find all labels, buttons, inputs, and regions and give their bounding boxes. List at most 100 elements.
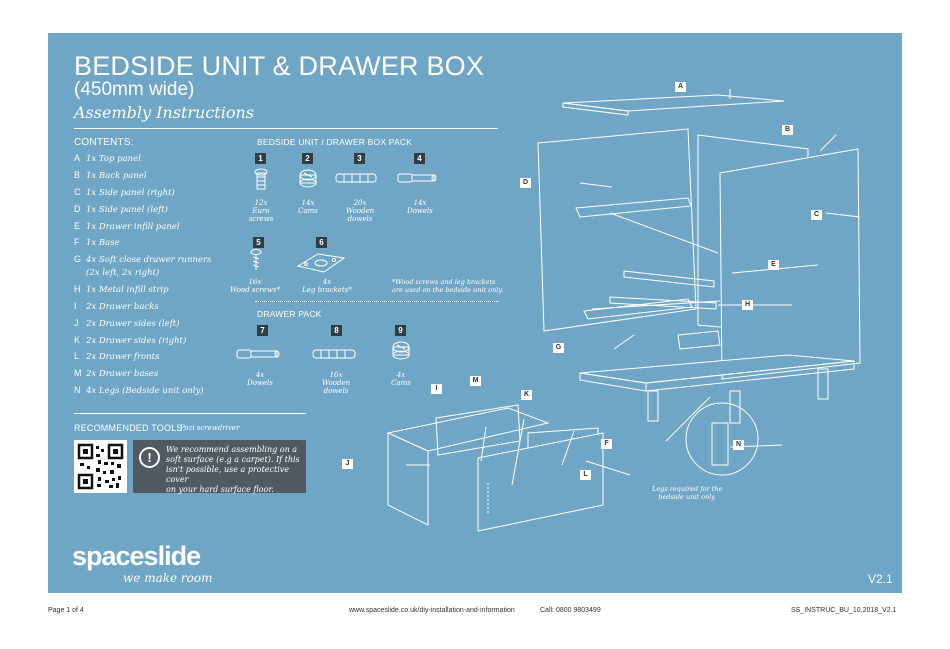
page-title: BEDSIDE UNIT & DRAWER BOX bbox=[74, 51, 485, 81]
metal-infill-strip bbox=[609, 296, 717, 310]
drawer-side-left bbox=[387, 432, 429, 526]
tools-heading: RECOMMENDED TOOLS: bbox=[74, 423, 186, 433]
part-label: 4x Cams bbox=[391, 371, 411, 387]
cam-icon bbox=[392, 341, 410, 360]
brand-logo: spaceslide bbox=[72, 541, 201, 571]
part-number-badge: 3 bbox=[354, 153, 365, 164]
diagram-tag-m: M bbox=[470, 376, 481, 386]
exploded-assembly-diagram bbox=[386, 89, 861, 532]
part-label: 16x Wooden dowels bbox=[321, 371, 351, 395]
drawer-hardware-illustrations bbox=[236, 341, 410, 360]
tools-value: Pozi screwdriver bbox=[180, 424, 240, 432]
page-number: Page 1 of 4 bbox=[48, 607, 84, 614]
diagram-tag-f: F bbox=[601, 439, 612, 449]
title-divider bbox=[74, 128, 498, 129]
leg bbox=[647, 390, 659, 422]
exclamation-icon: ! bbox=[139, 447, 160, 468]
drawer-infill-panel bbox=[623, 270, 715, 288]
drawer-runner bbox=[575, 197, 692, 218]
tools-divider bbox=[74, 413, 306, 414]
part-number-badge: 1 bbox=[255, 153, 266, 164]
hardware-illustrations-row2 bbox=[250, 249, 346, 273]
part-number-badge: 7 bbox=[257, 325, 268, 336]
top-panel-edge bbox=[562, 102, 629, 116]
pack-divider bbox=[255, 301, 499, 302]
brand-tagline: we make room bbox=[123, 571, 213, 585]
drawer-runner bbox=[677, 330, 721, 350]
qr-code-icon bbox=[77, 443, 124, 490]
phone-number: Call: 0800 9803499 bbox=[540, 607, 601, 614]
leg-detail-circle bbox=[685, 402, 759, 476]
leg-bracket-icon bbox=[296, 253, 346, 273]
dowel-icon bbox=[236, 349, 280, 359]
leg-detail bbox=[711, 422, 729, 466]
page-subtitle: (450mm wide) bbox=[74, 79, 195, 100]
drawer-pack-heading: DRAWER PACK bbox=[257, 309, 322, 319]
part-label: 16x Wood screws* bbox=[230, 278, 280, 294]
warning-box: ! We recommend assembling on a soft surf… bbox=[133, 440, 306, 494]
drawer-back bbox=[435, 404, 521, 456]
wooden-dowel-icon bbox=[335, 173, 377, 183]
leg bbox=[729, 390, 741, 424]
hardware-footnote: *Wood screws and leg brackets are used o… bbox=[392, 278, 504, 294]
contents-heading: CONTENTS: bbox=[74, 137, 134, 148]
cam-icon bbox=[299, 169, 317, 188]
assembly-heading: Assembly Instructions bbox=[74, 103, 254, 122]
part-number-badge: 9 bbox=[395, 325, 406, 336]
legs-note: Legs required for the bedside unit only. bbox=[652, 485, 723, 501]
part-label: 20x Wooden dowels bbox=[345, 199, 375, 223]
euro-screw-icon bbox=[254, 168, 268, 190]
diagram-tag-k: K bbox=[521, 390, 532, 400]
diagram-tag-i: I bbox=[431, 384, 442, 394]
part-label: 14x Dowels bbox=[407, 199, 433, 215]
diagram-tag-b: B bbox=[782, 125, 793, 135]
part-number-badge: 8 bbox=[331, 325, 342, 336]
wood-screw-icon bbox=[250, 249, 262, 270]
diagram-tag-n: N bbox=[733, 440, 744, 450]
part-label: 4x Leg brackets* bbox=[302, 278, 352, 294]
part-label: 4x Dowels bbox=[247, 371, 273, 387]
part-label: 12x Euro screws bbox=[248, 199, 274, 223]
wooden-dowel-icon bbox=[312, 349, 356, 359]
diagram-tag-g: G bbox=[553, 343, 564, 353]
list-item: (2x left, 2x right) bbox=[86, 268, 160, 278]
document-code: SS_INSTRUC_BU_10.2018_V2.1 bbox=[791, 607, 897, 614]
diagram-tag-h: H bbox=[742, 300, 753, 310]
base-edge bbox=[645, 360, 855, 392]
qr-code[interactable] bbox=[74, 440, 127, 493]
diagram-tag-a: A bbox=[675, 82, 686, 92]
part-number-badge: 2 bbox=[302, 153, 313, 164]
diagram-tag-c: C bbox=[811, 210, 822, 220]
website-link[interactable]: www.spaceslide.co.uk/diy-installation-an… bbox=[349, 607, 515, 614]
part-label: 14x Cams bbox=[298, 199, 318, 215]
diagram-tag-e: E bbox=[768, 260, 779, 270]
top-panel bbox=[562, 94, 785, 112]
warning-text: We recommend assembling on a soft surfac… bbox=[166, 445, 300, 494]
hardware-illustrations-row1 bbox=[254, 168, 437, 190]
bedside-pack-heading: BEDSIDE UNIT / DRAWER BOX PACK bbox=[257, 137, 413, 147]
right-side-panel bbox=[719, 148, 861, 380]
part-number-badge: 4 bbox=[414, 153, 425, 164]
part-number-badge: 5 bbox=[253, 237, 264, 248]
diagram-tag-d: D bbox=[520, 178, 531, 188]
drawer-front bbox=[477, 432, 604, 532]
part-number-badge: 6 bbox=[316, 237, 327, 248]
instruction-sheet: BEDSIDE UNIT & DRAWER BOX (450mm wide) A… bbox=[48, 33, 902, 593]
dowel-icon bbox=[397, 173, 437, 183]
diagram-tag-l: L bbox=[580, 470, 591, 480]
